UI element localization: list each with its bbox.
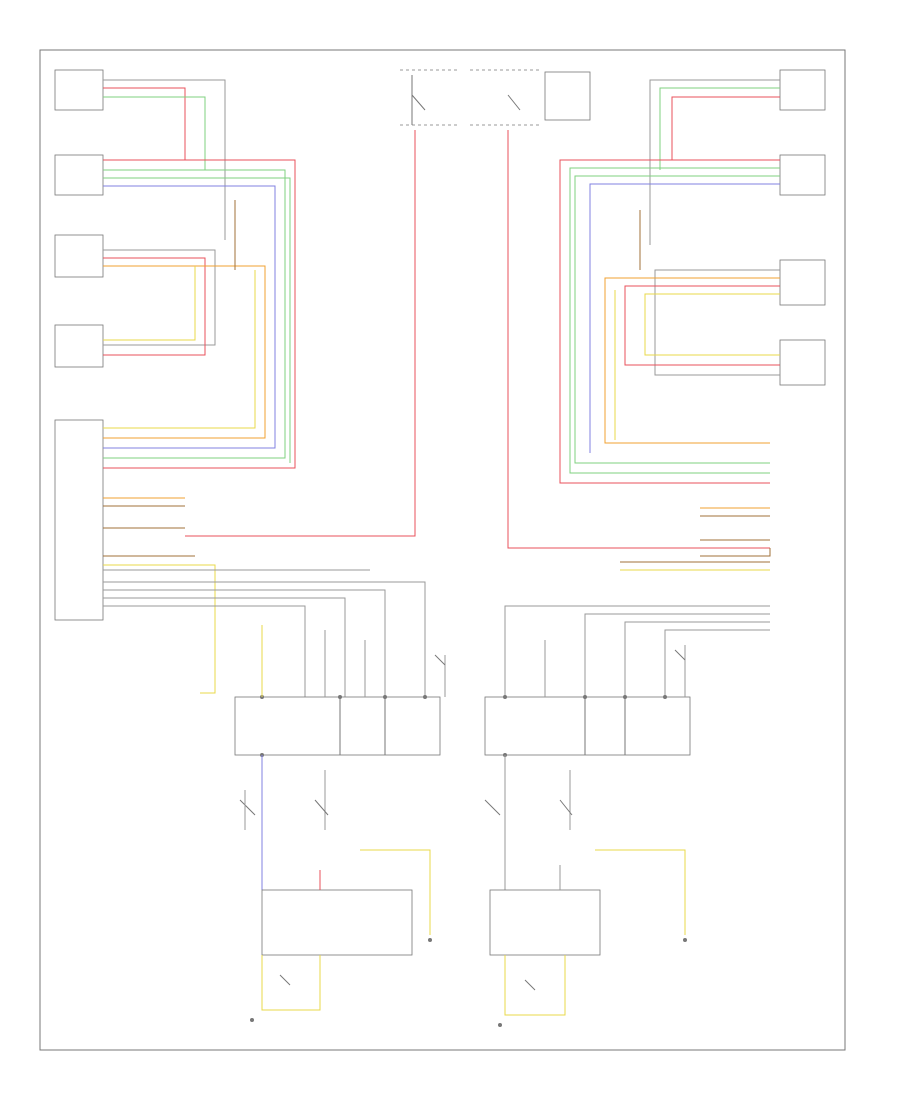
connector-icon [423,695,427,699]
switch-icon [239,799,256,816]
driver-seat-backrest-element [54,154,104,196]
connector-icon [583,695,587,699]
driver-wires [103,79,426,697]
passenger-seat-module [484,640,691,890]
switch-icon [279,974,291,986]
switch-icon [559,799,573,816]
ground-icon [250,1018,254,1022]
driver-window-switch [400,69,460,536]
switch-icon [674,649,686,661]
switch-icon [434,654,446,666]
ground-icon [683,938,687,942]
passenger-heater-elements [779,69,826,386]
connector-icon [663,695,667,699]
passenger-seat-cushion-element [779,69,826,111]
passenger-seat-control-module [484,696,691,756]
driver-seat-ventilation-fan-2 [54,324,104,368]
ground-icon [428,938,432,942]
passenger-lumbar-section [484,770,687,1027]
driver-seat-module [234,625,446,890]
passenger-wires [504,79,780,697]
connector-icon [338,695,342,699]
switch-icon [314,799,329,816]
diagram-frame [39,49,846,1051]
driver-heater-elements [54,69,104,621]
driver-seat-heater-control-module [54,419,104,621]
connector-icon [623,695,627,699]
driver-seat-control-module [234,696,441,756]
passenger-seat-ventilation-fan-2 [779,339,826,386]
driver-lumbar-adjuster [261,889,413,956]
connector-icon [383,695,387,699]
ground-icon [498,1023,502,1027]
connector-icon [503,695,507,699]
driver-lumbar-section [239,770,432,1022]
switch-icon [484,799,501,816]
switch-icon [411,94,426,111]
passenger-lumbar-adjuster [489,889,601,956]
passenger-seat-backrest-element [779,154,826,196]
switch-icon [507,94,521,111]
switch-icon [524,979,536,991]
driver-seat-cushion-element [54,69,104,111]
passenger-seat-ventilation-fan [779,259,826,306]
passenger-window-switch [470,69,770,549]
passenger-seat-switch-box [544,71,591,121]
driver-seat-ventilation-fan [54,234,104,278]
